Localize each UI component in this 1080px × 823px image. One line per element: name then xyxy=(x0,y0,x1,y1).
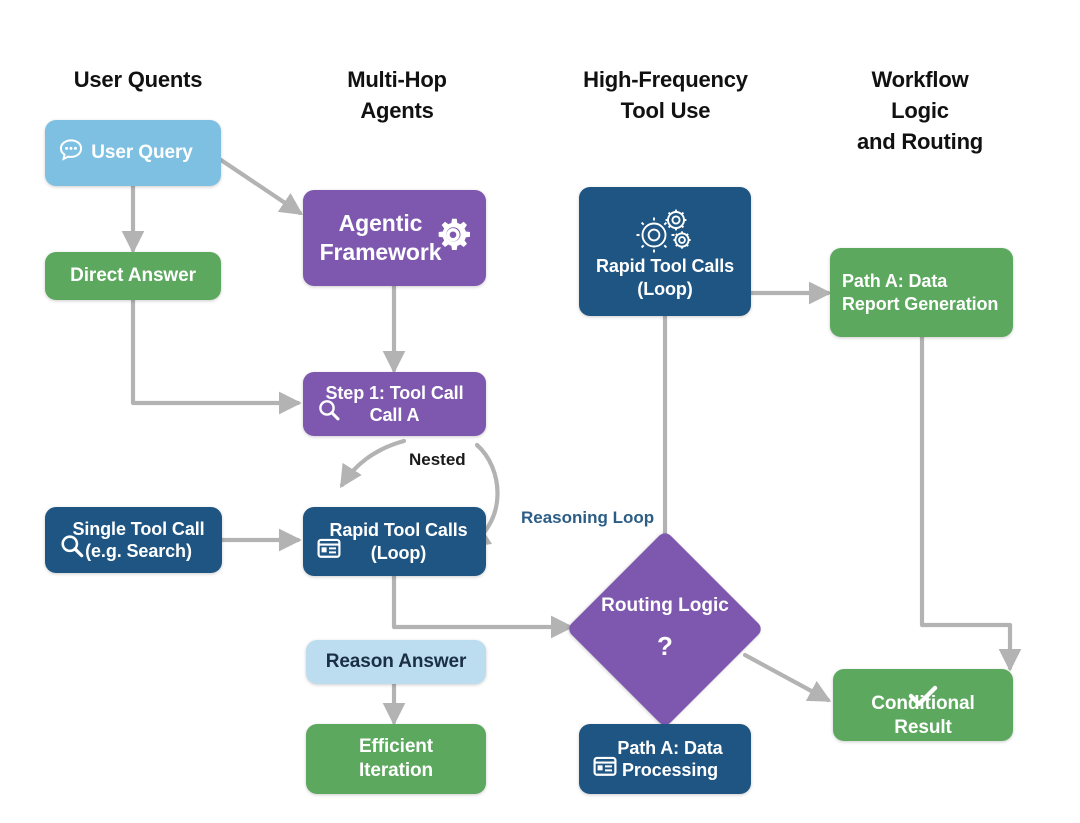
column-heading-high-frequency: High-Frequency Tool Use xyxy=(553,64,778,126)
edge-label-text: Nested xyxy=(409,450,466,469)
edge-label-text: Reasoning Loop xyxy=(521,508,655,527)
node-efficient-iteration[interactable]: Efficient Iteration xyxy=(306,724,486,794)
node-label: Rapid Tool Calls (Loop) xyxy=(588,255,742,300)
column-heading-multi-hop: Multi-Hop Agents xyxy=(292,64,502,126)
node-label: Efficient Iteration xyxy=(351,735,441,782)
node-direct-answer[interactable]: Direct Answer xyxy=(45,252,221,300)
column-heading-line-1: Workflow xyxy=(871,67,969,92)
gear-icon xyxy=(434,216,472,261)
column-heading-line-2: Logic xyxy=(891,98,949,124)
node-agentic-framework[interactable]: Agentic Framework xyxy=(303,190,486,286)
node-label: Rapid Tool Calls (Loop) xyxy=(313,519,475,564)
column-heading-line-2: Agents xyxy=(360,98,434,124)
node-step-1-tool-call[interactable]: Step 1: Tool Call Call A xyxy=(303,372,486,436)
node-label-line-2: (Loop) xyxy=(370,542,427,563)
magnifier-icon xyxy=(316,397,342,428)
node-label-line-1: Step 1: Tool Call xyxy=(325,382,464,403)
node-label-line-2: Report Generation xyxy=(842,293,999,314)
node-label-line-1: Agentic xyxy=(338,210,423,237)
node-label-line-2: Call A xyxy=(369,405,420,425)
node-label-line-2: (e.g. Search) xyxy=(85,541,192,561)
node-label-line-2: Framework xyxy=(319,239,442,265)
node-label-line-1: Rapid Tool Calls xyxy=(329,520,468,541)
node-label-line-1: Single Tool Call xyxy=(72,518,205,539)
node-label: Conditional Result xyxy=(871,693,975,738)
node-label: Routing Logic ? xyxy=(601,592,729,666)
chat-bubble-icon xyxy=(57,136,85,171)
node-label-line-1: Path A: Data xyxy=(617,737,723,758)
node-label: Single Tool Call (e.g. Search) xyxy=(54,518,212,563)
node-rapid-tool-calls-top[interactable]: Rapid Tool Calls (Loop) xyxy=(579,187,751,316)
node-path-a-report-generation[interactable]: Path A: Data Report Generation xyxy=(830,248,1013,337)
node-path-a-data-processing[interactable]: Path A: Data Processing xyxy=(579,724,751,794)
node-label: Agentic Framework xyxy=(312,209,478,266)
column-heading-line: User Quents xyxy=(73,67,203,92)
node-single-tool-call[interactable]: Single Tool Call (e.g. Search) xyxy=(45,507,222,573)
check-icon xyxy=(907,685,939,714)
node-label-line-2: (Loop) xyxy=(637,278,693,299)
node-label: Path A: Data Processing xyxy=(599,737,730,782)
node-label-line-1: Rapid Tool Calls xyxy=(595,256,735,277)
edge-nested-return-arc xyxy=(339,438,407,489)
list-card-icon xyxy=(316,536,342,567)
node-rapid-tool-calls-inner[interactable]: Rapid Tool Calls (Loop) xyxy=(303,507,486,576)
column-heading-workflow: Workflow Logic and Routing xyxy=(810,64,1030,158)
node-conditional-result[interactable]: Conditional Result xyxy=(833,669,1013,741)
column-heading-line-1: Multi-Hop xyxy=(347,67,447,92)
node-label-line-1: Path A: Data xyxy=(842,271,948,292)
node-label-question-mark: ? xyxy=(657,630,673,661)
magnifier-icon xyxy=(58,533,86,566)
edge-label-reasoning-loop: Reasoning Loop xyxy=(521,508,654,528)
list-card-icon xyxy=(592,753,618,784)
gears-icon xyxy=(632,207,698,260)
edge-direct-answer-to-step-1 xyxy=(130,297,302,415)
edge-rapid-tool-calls-to-routing-logic xyxy=(391,573,574,639)
edge-path-a-report-to-conditional-result xyxy=(919,334,1022,672)
column-heading-user-quents: User Quents xyxy=(33,64,243,95)
edge-routing-logic-to-conditional-result xyxy=(742,652,832,703)
node-label: Step 1: Tool Call Call A xyxy=(318,382,472,427)
node-reason-answer[interactable]: Reason Answer xyxy=(306,640,486,684)
column-heading-line-2: Tool Use xyxy=(620,98,711,124)
edge-label-nested: Nested xyxy=(409,450,466,470)
node-label: Direct Answer xyxy=(70,265,196,287)
node-label: User Query xyxy=(91,142,193,164)
node-label: Reason Answer xyxy=(325,651,467,673)
column-heading-line-3: and Routing xyxy=(856,129,984,155)
node-label: Path A: Data Report Generation xyxy=(830,270,1006,315)
node-label-line-1: Routing Logic xyxy=(601,595,729,617)
edge-user-query-to-agentic-framework xyxy=(218,157,304,216)
node-routing-logic[interactable]: Routing Logic ? xyxy=(566,530,764,728)
node-label-line-1: Efficient xyxy=(358,736,434,758)
column-heading-line-1: High-Frequency xyxy=(583,67,748,92)
node-label-line-2: Processing xyxy=(621,760,719,780)
node-label-line-2: Iteration xyxy=(358,760,434,781)
node-user-query[interactable]: User Query xyxy=(45,120,221,186)
